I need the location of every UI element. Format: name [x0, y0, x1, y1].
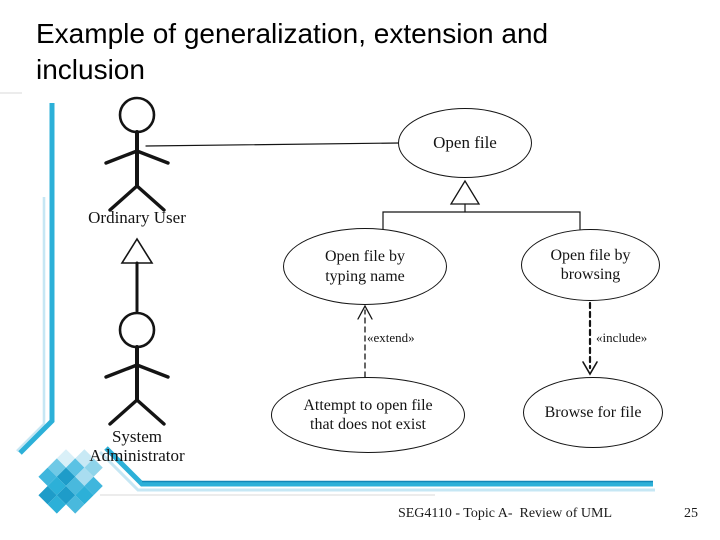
- page-number: 25: [684, 506, 698, 521]
- actor-system-administrator: [104, 311, 170, 426]
- actor-label-ordinary-user: Ordinary User: [88, 208, 186, 227]
- usecase-attempt-to-open-file: Attempt to open file that does not exist: [271, 377, 465, 453]
- usecase-open-file: Open file: [398, 108, 532, 178]
- include-arrow: [582, 301, 598, 376]
- association-line: [145, 142, 400, 147]
- extend-stereotype-label: «extend»: [367, 330, 415, 345]
- bottom-accent-line: [104, 446, 653, 487]
- left-accent-line: [18, 103, 55, 455]
- usecase-generalization: [382, 179, 581, 230]
- footer-course-label: SEG4110 - Topic A- Review of UML: [397, 506, 613, 521]
- usecase-open-file-by-browsing: Open file by browsing: [521, 229, 660, 301]
- actor-label-system-administrator: System Administrator: [89, 427, 185, 465]
- include-stereotype-label: «include»: [596, 330, 648, 345]
- bottom-accent-line-light: [98, 450, 655, 492]
- faint-line-bottom: [100, 494, 435, 496]
- left-accent-line-light: [16, 197, 46, 452]
- extend-arrow: [357, 304, 373, 378]
- usecase-browse-for-file: Browse for file: [523, 377, 663, 448]
- actor-ordinary-user: [104, 96, 170, 212]
- corner-mosaic: [38, 449, 103, 514]
- usecase-open-file-by-typing-name: Open file by typing name: [283, 228, 447, 305]
- actor-generalization: [120, 237, 154, 313]
- slide-title: Example of generalization, extension and…: [36, 18, 549, 85]
- faint-line-top: [0, 92, 22, 94]
